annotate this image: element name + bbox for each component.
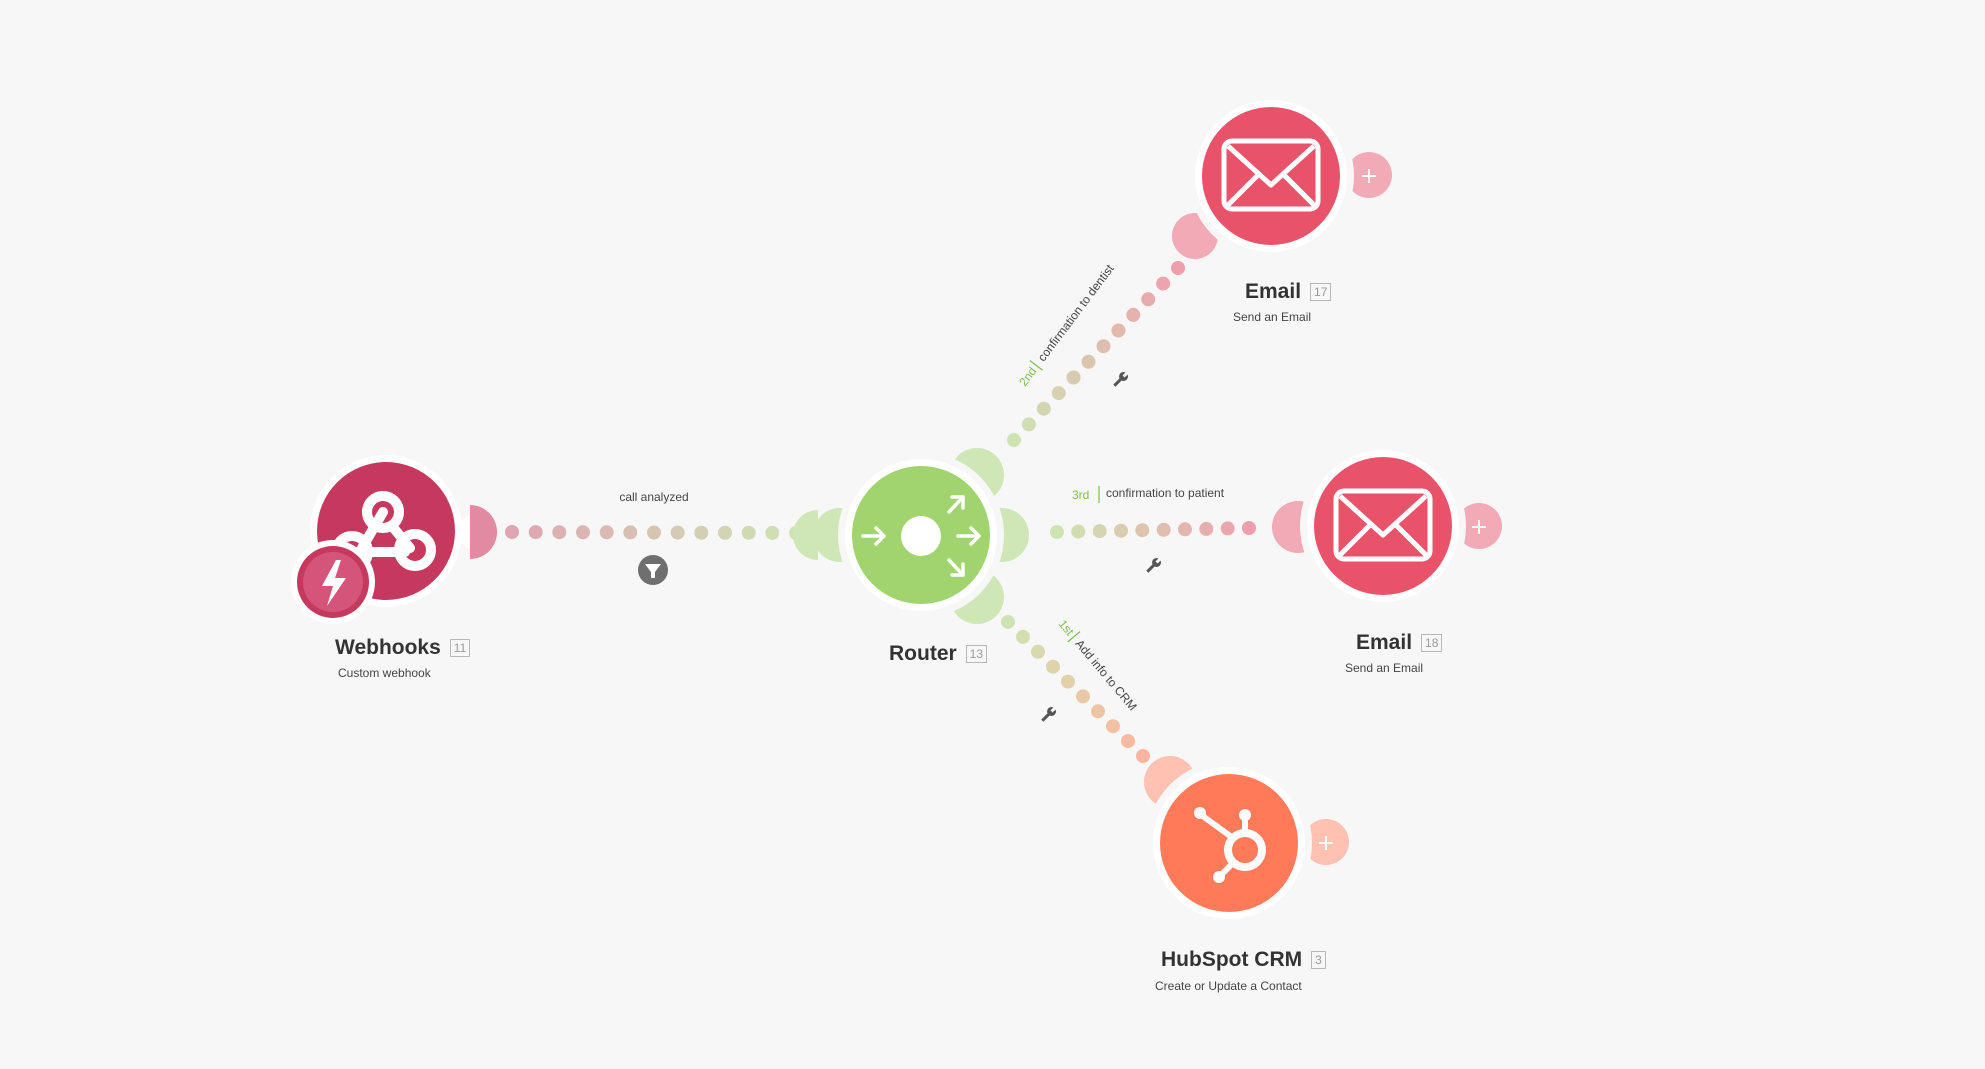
hubspot-sprocket-icon [1194,807,1266,883]
lightning-bolt-icon [322,560,346,606]
link-dot [552,525,567,540]
router-arrows-icon [861,495,981,577]
link-dot [647,525,661,540]
webhooks-module-id: 11 [449,639,471,657]
link-dot [599,525,614,540]
link-dot [1051,386,1066,401]
link-dot [1076,689,1090,704]
webhooks-title-text: Webhooks [335,636,441,659]
webhooks-output-handle[interactable] [470,505,497,559]
module-router[interactable] [793,448,1029,624]
router-title-text: Router [889,642,957,665]
link-dot [623,525,638,540]
envelope-icon [1333,488,1433,562]
svg-text:+: + [1317,831,1335,856]
wrench-icon[interactable] [1144,556,1163,575]
email-18-title: Email 18 [1356,631,1443,655]
svg-text:+: + [1360,164,1378,189]
link-dot [1136,749,1150,763]
link-dot [718,525,732,540]
hubspot-title-text: HubSpot CRM [1161,948,1303,971]
email-18-add-button[interactable]: + [1456,503,1502,549]
route-label-dentist[interactable]: 2nd confirmation to dentist [1015,261,1117,390]
hubspot-title: HubSpot CRM 3 [1161,948,1326,972]
link-webhooks-router[interactable] [505,525,803,540]
route-label-patient[interactable]: 3rd confirmation to patient [1072,486,1225,503]
email-18-module-id: 18 [1421,634,1443,652]
link-dot [1081,354,1096,369]
link-label-call-analyzed[interactable]: call analyzed [619,490,688,504]
link-dot [765,525,780,540]
hubspot-module-id: 3 [1311,951,1326,969]
link-dot [1135,523,1150,538]
link-dot [1001,615,1015,629]
email-18-title-text: Email [1356,631,1413,654]
link-dot [1050,525,1064,539]
module-email-18[interactable]: + [1272,443,1502,609]
email-17-add-button[interactable]: + [1346,152,1392,198]
filter-icon[interactable] [638,555,668,585]
link-dot [1171,261,1185,275]
link-router-email-17[interactable] [1007,261,1185,447]
link-dot [741,525,756,540]
link-dot [1031,644,1045,659]
link-dot [1007,433,1021,447]
route-order-2nd: 2nd [1016,364,1039,388]
webhooks-subtitle: Custom webhook [338,666,431,680]
link-dot [1178,522,1192,537]
route-text-patient: confirmation to patient [1106,486,1225,500]
link-router-hubspot[interactable] [1001,615,1150,763]
email-17-title: Email 17 [1245,280,1332,304]
link-dot [1121,734,1135,749]
router-module-id: 13 [965,645,988,663]
router-title: Router 13 [889,642,988,666]
route-label-crm[interactable]: 1st Add info to CRM [1055,616,1141,714]
link-dot [1220,521,1235,536]
link-dot [1106,719,1120,734]
link-router-email-18[interactable] [1050,521,1256,539]
link-dot [1036,401,1051,416]
link-dot [1156,522,1171,537]
link-dot [1021,417,1036,432]
link-dot [1156,276,1171,291]
link-dot [1126,307,1141,322]
link-dot [528,525,543,540]
link-dot [1141,292,1156,307]
hubspot-add-button[interactable]: + [1303,819,1349,865]
link-dot [1092,524,1107,539]
route-order-1st: 1st [1056,617,1077,639]
link-dot [1061,674,1075,689]
link-dot [576,525,590,540]
email-18-subtitle: Send an Email [1345,661,1424,675]
module-webhooks[interactable] [291,455,497,624]
wrench-icon[interactable] [1039,705,1058,724]
link-dot [1066,370,1081,385]
email-17-subtitle: Send an Email [1233,310,1312,324]
hubspot-subtitle: Create or Update a Contact [1155,979,1302,993]
link-dot [1016,629,1030,644]
link-dot [670,525,685,540]
module-email-17[interactable]: + [1172,93,1392,259]
svg-text:+: + [1470,515,1488,540]
link-dot [1199,521,1214,536]
link-dot [505,525,519,539]
link-dot [1046,659,1060,674]
link-dot [1114,523,1128,538]
link-dot [1096,339,1111,354]
link-dot [1242,521,1256,535]
link-dot [1091,704,1105,719]
module-hubspot-3[interactable]: + [1144,756,1349,926]
route-order-3rd: 3rd [1072,488,1089,502]
email-17-title-text: Email [1245,280,1302,303]
email-17-module-id: 17 [1310,283,1332,301]
link-dot [1111,323,1126,338]
envelope-icon [1221,138,1321,212]
link-dot [1071,524,1086,539]
webhooks-title: Webhooks 11 [335,636,471,660]
link-dot [694,525,709,540]
wrench-icon[interactable] [1111,370,1130,389]
